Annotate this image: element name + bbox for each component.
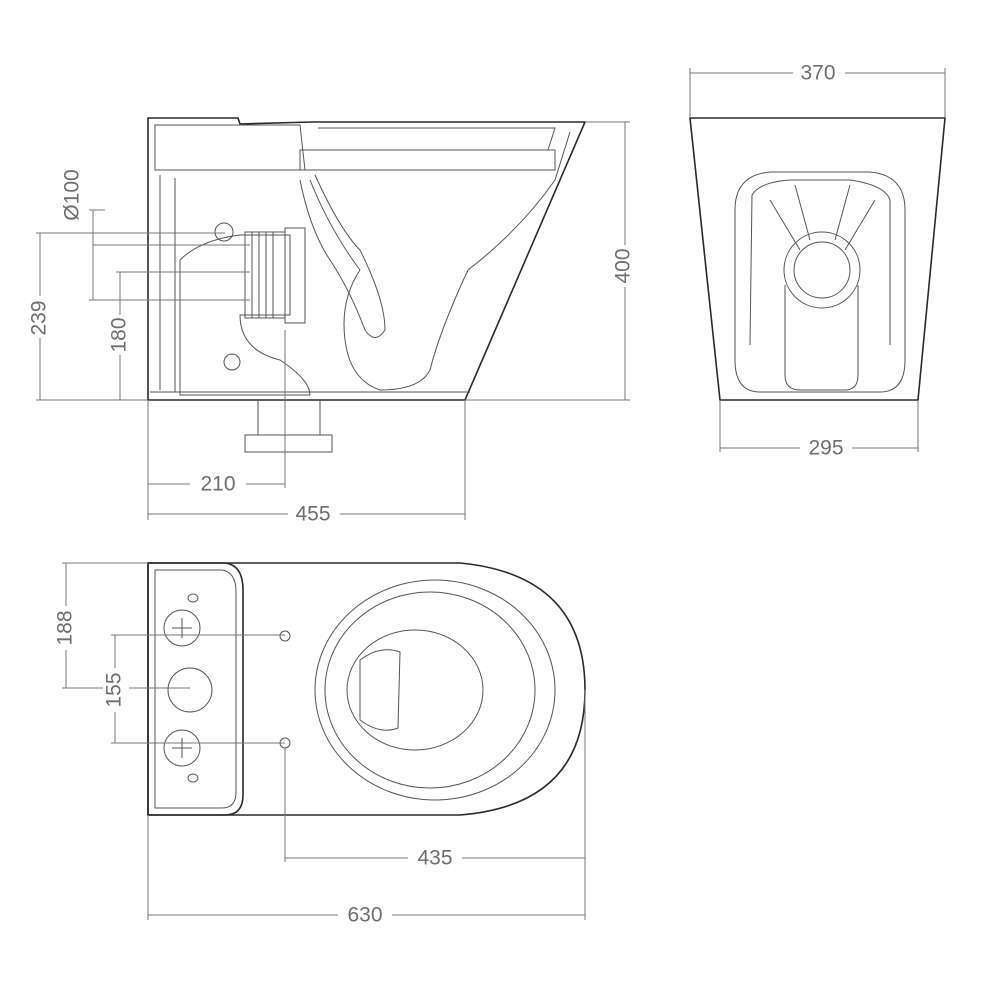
side-section-view — [147, 117, 587, 453]
dim-top-overall-length: 630 — [347, 904, 382, 927]
dim-top-fixing-offset: 188 — [54, 610, 77, 645]
dim-outlet-offset: 210 — [200, 473, 235, 496]
dim-pipe-center-height: 180 — [108, 317, 131, 352]
dim-outlet-height: 239 — [28, 300, 51, 335]
dim-front-top-width: 370 — [800, 62, 835, 85]
dim-top-bowl-length: 435 — [417, 847, 452, 870]
dim-pipe-diameter: Ø100 — [61, 169, 84, 220]
top-view — [147, 562, 586, 816]
front-view — [689, 117, 946, 401]
dimension-labels: 400 239 Ø100 180 210 455 370 295 188 155… — [28, 61, 852, 927]
dim-top-fixing-spacing: 155 — [103, 672, 126, 707]
dim-side-height: 400 — [612, 248, 635, 283]
dim-side-depth: 455 — [295, 503, 330, 526]
dimension-lines — [36, 68, 946, 920]
dim-front-base-width: 295 — [808, 437, 843, 460]
